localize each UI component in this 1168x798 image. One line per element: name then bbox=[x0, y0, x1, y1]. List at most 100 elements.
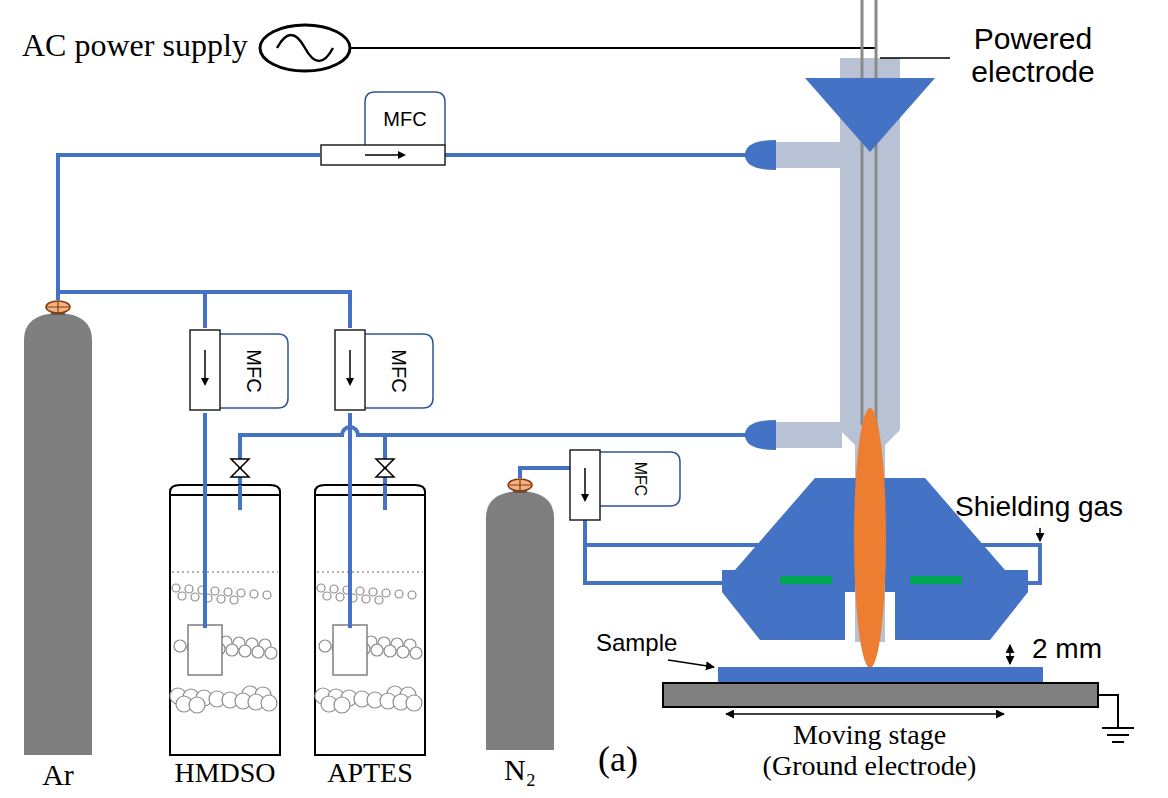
mfc-tag bbox=[365, 92, 445, 145]
bubble bbox=[362, 595, 370, 603]
gas-cylinder: Ar bbox=[18, 300, 98, 790]
device-label: MFC bbox=[383, 108, 426, 130]
bubble bbox=[172, 584, 180, 592]
bubble bbox=[217, 595, 225, 603]
bubble bbox=[395, 590, 403, 598]
inlet-connector bbox=[745, 140, 776, 170]
shield-housing bbox=[895, 592, 1028, 640]
gas-inlet-port bbox=[772, 422, 842, 448]
cylinder-valve bbox=[508, 479, 532, 491]
part-label: Moving stage (Ground electrode) bbox=[762, 720, 977, 782]
device-label: MFC bbox=[631, 462, 649, 497]
ground-symbol bbox=[1098, 695, 1134, 742]
outlet-tube bbox=[238, 485, 242, 510]
node-shape bbox=[570, 448, 682, 524]
bubbler-jar bbox=[170, 485, 280, 755]
device-label: MFC bbox=[388, 349, 410, 392]
mass-flow-controller: MFC bbox=[188, 328, 292, 413]
bubble bbox=[224, 588, 232, 596]
bubble bbox=[336, 593, 344, 601]
frit bbox=[333, 625, 367, 675]
power-wire bbox=[350, 47, 876, 49]
valve-symbol bbox=[376, 459, 394, 477]
mfc-tag bbox=[600, 452, 680, 506]
inlet-connector bbox=[745, 420, 776, 450]
flow-arrow bbox=[584, 468, 586, 495]
bubble bbox=[261, 695, 277, 711]
seal-ring bbox=[780, 576, 832, 584]
bubble bbox=[178, 592, 186, 600]
node-shape bbox=[160, 480, 290, 790]
mfc-body bbox=[335, 330, 365, 410]
precursor-bubbler: APTES bbox=[305, 480, 435, 790]
moving-stage bbox=[663, 683, 1098, 707]
bubble bbox=[174, 640, 186, 652]
mass-flow-controller: MFC bbox=[333, 328, 437, 413]
bubble bbox=[191, 593, 199, 601]
bubble bbox=[230, 596, 238, 604]
vessel-label: N₂ bbox=[480, 753, 560, 786]
bubble bbox=[323, 592, 331, 600]
valve-cross bbox=[508, 479, 532, 491]
bubble bbox=[369, 588, 377, 596]
part-label: Shielding gas bbox=[955, 492, 1123, 523]
flow-arrow bbox=[365, 154, 398, 156]
gas-line bbox=[58, 292, 350, 328]
part-label: AC power supply bbox=[22, 28, 248, 63]
bubble bbox=[250, 590, 258, 598]
node-shape bbox=[480, 478, 560, 790]
bubble bbox=[226, 644, 238, 656]
electrode-rod bbox=[875, 0, 878, 425]
leader-arrow bbox=[668, 660, 714, 667]
gas-cylinder bbox=[24, 313, 92, 755]
sine-wave bbox=[277, 35, 333, 61]
gas-cylinder bbox=[486, 491, 554, 750]
frit bbox=[188, 625, 222, 675]
gas-cylinder: N₂ bbox=[480, 478, 560, 790]
node-shape bbox=[188, 328, 292, 413]
bubble bbox=[406, 695, 422, 711]
bubble bbox=[185, 585, 193, 593]
gas-line bbox=[520, 468, 570, 478]
plasma-jet bbox=[854, 408, 886, 668]
leader-arrow bbox=[1039, 528, 1041, 541]
dip-tube bbox=[203, 480, 207, 628]
cylinder-valve bbox=[46, 301, 70, 313]
mass-flow-controller: MFC bbox=[570, 448, 682, 524]
valve-symbol bbox=[231, 459, 249, 477]
bubble bbox=[239, 645, 251, 657]
bubble bbox=[263, 591, 271, 599]
mfc-body bbox=[321, 145, 445, 165]
valve-cross bbox=[46, 301, 70, 313]
bubbler-jar bbox=[315, 485, 425, 755]
sample bbox=[718, 667, 1043, 683]
bubble bbox=[356, 587, 364, 595]
bubble bbox=[410, 647, 422, 659]
mfc-tag bbox=[220, 334, 288, 408]
motion-arrow bbox=[726, 713, 1004, 715]
part-label: 2 mm bbox=[1032, 634, 1102, 665]
gas-inlet-port bbox=[772, 142, 842, 168]
flow-arrowhead bbox=[346, 378, 354, 386]
bubble bbox=[334, 697, 350, 713]
flow-arrow bbox=[204, 350, 206, 379]
jar-lid bbox=[315, 494, 425, 496]
part-label: Powered electrode bbox=[958, 22, 1108, 88]
flow-arrow bbox=[349, 350, 351, 379]
mfc-body bbox=[570, 450, 600, 520]
gas-pipe bbox=[445, 153, 748, 157]
flow-arrowhead bbox=[581, 494, 589, 502]
precursor-bubbler: HMDSO bbox=[160, 480, 290, 790]
node-shape bbox=[333, 328, 437, 413]
liquid-level bbox=[172, 571, 278, 573]
gas-line bbox=[203, 413, 207, 480]
part-label: (a) bbox=[598, 740, 638, 780]
shield-housing bbox=[722, 592, 845, 640]
bubble bbox=[375, 596, 383, 604]
gas-line bbox=[58, 155, 320, 300]
dip-tube bbox=[348, 480, 352, 628]
dimension-arrow bbox=[1009, 645, 1011, 664]
jar-lid bbox=[170, 494, 280, 496]
bubble bbox=[384, 645, 396, 657]
